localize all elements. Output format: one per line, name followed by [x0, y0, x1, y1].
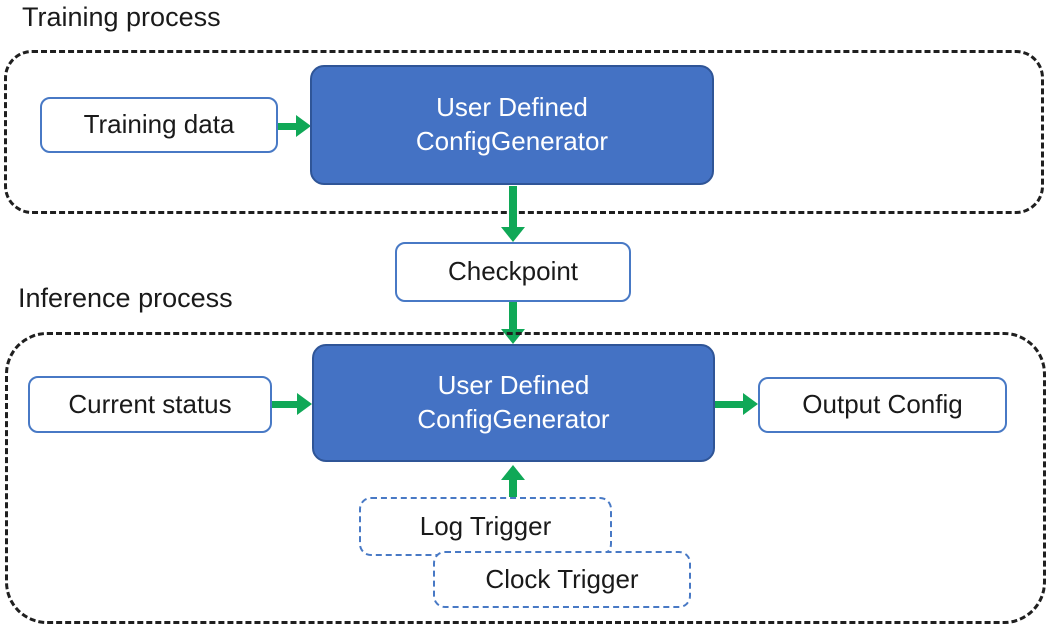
- clock-trigger-node: Clock Trigger: [433, 551, 691, 608]
- config-generator-training-line2: ConfigGenerator: [415, 126, 609, 156]
- arrow-triggers-to-generator: [501, 465, 525, 497]
- current-status-node: Current status: [28, 376, 272, 433]
- log-trigger-node: Log Trigger: [359, 497, 612, 556]
- inference-process-label: Inference process: [18, 283, 233, 313]
- training-process-container: [4, 50, 1044, 214]
- arrow-right-head-icon: [296, 115, 311, 137]
- arrow-stem: [509, 302, 517, 329]
- training-data-node: Training data: [40, 97, 278, 153]
- checkpoint-node: Checkpoint: [395, 242, 631, 302]
- training-process-label: Training process: [22, 2, 221, 32]
- output-config-node: Output Config: [758, 377, 1007, 433]
- config-generator-inference-line1: User Defined: [437, 370, 590, 401]
- arrow-generator-to-checkpoint: [501, 186, 525, 242]
- arrow-right-head-icon: [743, 393, 758, 415]
- arrow-stem: [278, 122, 296, 130]
- arrow-stem: [715, 400, 743, 408]
- config-generator-training-node: User Defined ConfigGenerator: [310, 65, 714, 185]
- config-generator-inference-node: User Defined ConfigGenerator: [312, 344, 715, 462]
- arrow-stem: [509, 480, 517, 497]
- arrow-generator-to-output-config: [715, 393, 758, 415]
- arrow-stem: [509, 186, 517, 227]
- arrow-stem: [272, 400, 297, 408]
- inference-process-container: [5, 332, 1046, 624]
- arrow-current-status-to-generator: [272, 393, 312, 415]
- arrow-right-head-icon: [297, 393, 312, 415]
- config-generator-training-line1: User Defined: [436, 92, 588, 123]
- arrow-down-head-icon: [501, 227, 525, 242]
- arrow-training-data-to-generator: [278, 115, 311, 137]
- arrow-up-head-icon: [501, 465, 525, 480]
- config-generator-inference-line2: ConfigGenerator: [417, 404, 610, 434]
